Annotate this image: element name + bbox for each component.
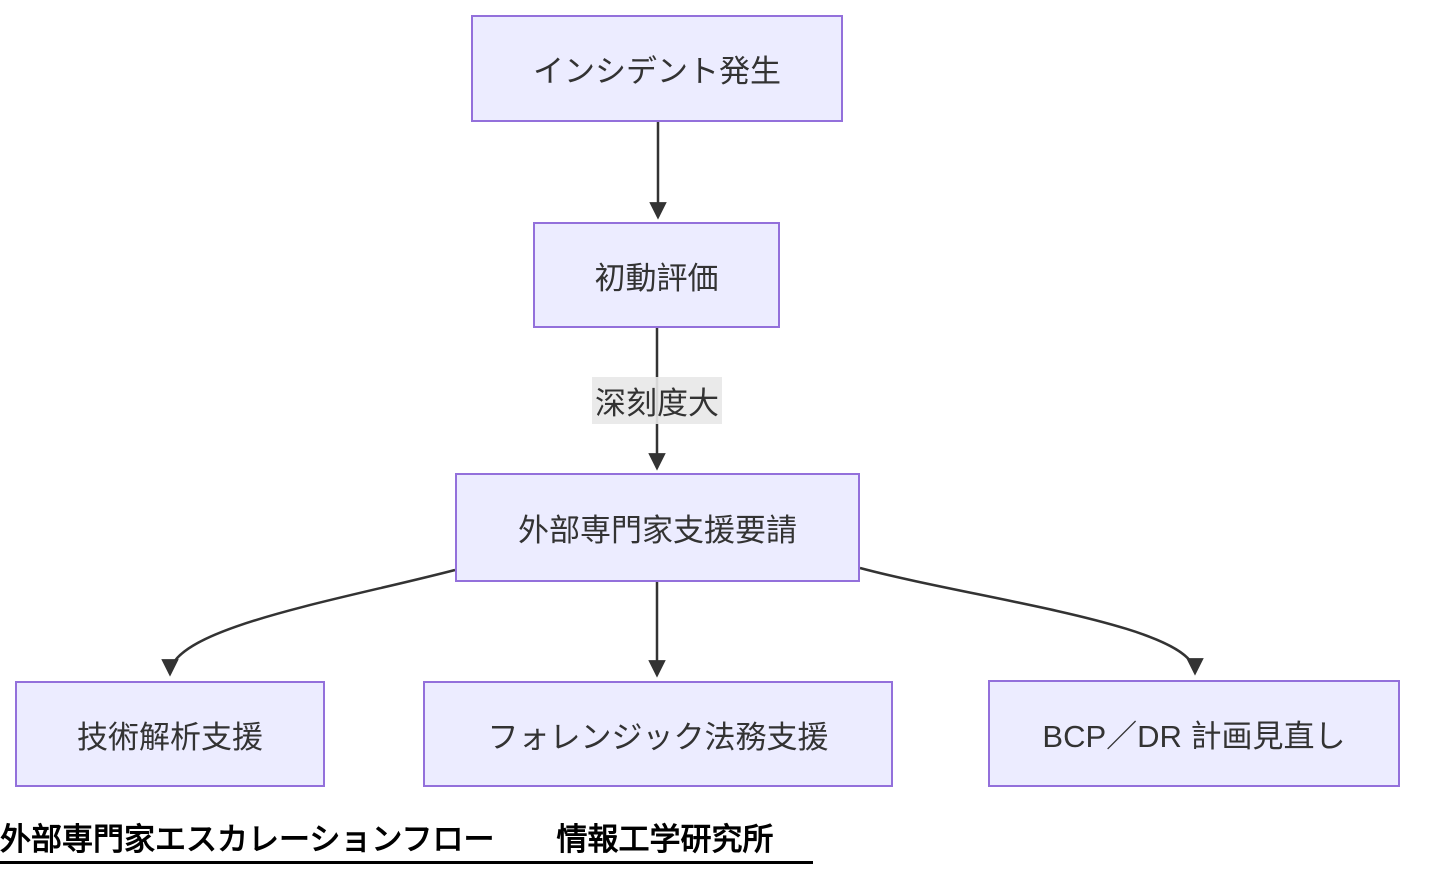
node-initial-triage: 初動評価 [533, 222, 780, 328]
diagram-caption: 外部専門家エスカレーションフロー 情報工学研究所 [0, 819, 813, 864]
edge-label-severity-text: 深刻度大 [595, 386, 719, 421]
edge-external-to-bcp [859, 566, 1204, 676]
node-bcp-dr-plan-review: BCP／DR 計画見直し [988, 680, 1400, 787]
node-forensic-legal-support: フォレンジック法務支援 [423, 681, 893, 787]
node-external-expert-request-label: 外部専門家支援要請 [518, 513, 797, 548]
node-external-expert-request: 外部専門家支援要請 [455, 473, 860, 582]
node-technical-analysis-support-label: 技術解析支援 [77, 719, 263, 755]
node-technical-analysis-support: 技術解析支援 [15, 681, 325, 787]
diagram-caption-text: 外部専門家エスカレーションフロー 情報工学研究所 [0, 822, 774, 857]
node-initial-triage-label: 初動評価 [594, 260, 719, 296]
node-forensic-legal-support-label: フォレンジック法務支援 [487, 719, 829, 755]
node-incident-label: インシデント発生 [533, 54, 781, 89]
edge-external-to-tech [161, 568, 456, 677]
node-bcp-dr-plan-review-label: BCP／DR 計画見直し [1042, 719, 1346, 754]
node-incident: インシデント発生 [471, 15, 843, 122]
edge-label-severity: 深刻度大 [592, 377, 722, 424]
